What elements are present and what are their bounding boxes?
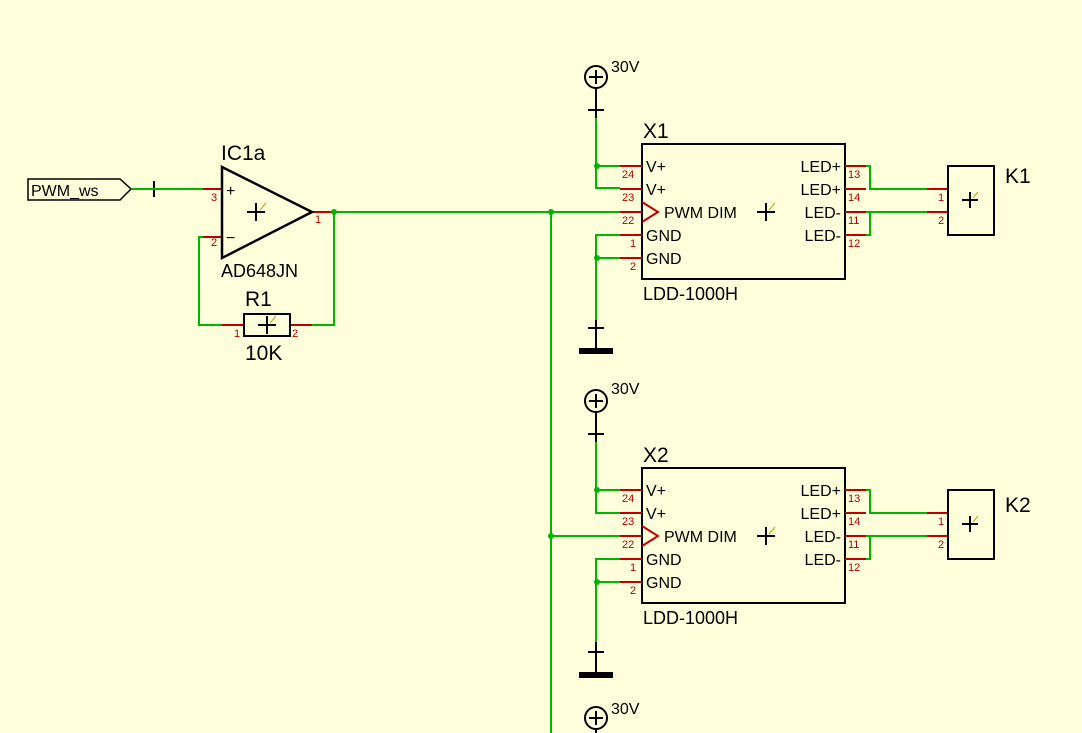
k1-pin-2: 2 (938, 215, 944, 227)
net-label-pwm-ws[interactable]: PWM_ws (27, 178, 133, 201)
power-label: 30V (611, 59, 640, 76)
x2-pin-12: 12 (848, 562, 860, 574)
driver-x1-wires (595, 118, 927, 320)
x2-pin-24: 24 (622, 493, 634, 505)
x2-pin-name-led-plus-1: LED+ (801, 483, 841, 500)
x2-pin-11: 11 (848, 539, 859, 551)
resistor-r1[interactable]: 1 2 R1 10K (222, 288, 312, 365)
x2-pin-2: 2 (630, 585, 636, 597)
x2-pin-name-vplus-1: V+ (646, 483, 666, 500)
x1-pin-24: 24 (622, 169, 634, 181)
connector-k1[interactable]: 1 2 K1 (927, 165, 1031, 236)
x1-ref: X1 (643, 120, 669, 143)
driver-x2[interactable]: 24 23 22 1 2 V+ V+ PWM DIM GND GND 13 14… (620, 444, 866, 628)
x1-pin-22: 22 (622, 215, 634, 227)
x1-pin-name-pwm-dim: PWM DIM (664, 205, 737, 222)
driver-x2-wires (595, 442, 927, 642)
k2-pin-2: 2 (938, 539, 944, 551)
x1-pin-12: 12 (848, 238, 860, 250)
x1-pin-11: 11 (848, 215, 859, 227)
x1-value: LDD-1000H (643, 284, 738, 304)
x1-pin-name-led-plus-2: LED+ (801, 182, 841, 199)
resistor-pin-2: 2 (292, 328, 298, 340)
x1-pin-1: 1 (630, 238, 636, 250)
x2-pin-name-led-minus-2: LED- (805, 552, 841, 569)
x2-pin-name-pwm-dim: PWM DIM (664, 529, 737, 546)
clock-input-marker (641, 201, 660, 223)
power-label: 30V (611, 381, 640, 398)
power-label: 30V (611, 701, 640, 718)
x2-pin-14: 14 (848, 516, 860, 528)
opamp-pin-out: 1 (315, 214, 321, 226)
opamp-ic1a[interactable]: + − 3 2 1 IC1a AD648JN (203, 142, 333, 281)
x2-pin-name-led-plus-2: LED+ (801, 506, 841, 523)
connector-k2[interactable]: 1 2 K2 (927, 489, 1031, 560)
power-symbol-30v-3[interactable]: 30V (584, 701, 640, 733)
resistor-value: 10K (245, 342, 282, 365)
net-label-text: PWM_ws (31, 183, 99, 200)
x1-pin-name-vplus-1: V+ (646, 159, 666, 176)
k2-ref: K2 (1005, 494, 1031, 517)
x1-pin-2: 2 (630, 261, 636, 273)
x1-pin-name-led-plus-1: LED+ (801, 159, 841, 176)
x1-pin-23: 23 (622, 192, 634, 204)
opamp-wires (131, 188, 620, 326)
junction-dots (331, 163, 600, 585)
opamp-pin-minus: 2 (211, 237, 217, 249)
x1-pin-13: 13 (848, 169, 860, 181)
power-symbol-30v-2[interactable]: 30V (584, 381, 640, 442)
opamp-minus-sign: − (226, 230, 235, 247)
x1-pin-name-led-minus-1: LED- (805, 205, 841, 222)
x2-ref: X2 (643, 444, 669, 467)
x2-pin-1: 1 (630, 562, 636, 574)
x2-value: LDD-1000H (643, 608, 738, 628)
opamp-pin-plus: 3 (211, 192, 217, 204)
x2-pin-name-gnd-1: GND (646, 552, 682, 569)
x2-pin-name-led-minus-1: LED- (805, 529, 841, 546)
clock-input-marker (641, 525, 660, 547)
power-symbol-30v-1[interactable]: 30V (584, 59, 640, 118)
driver-x1[interactable]: 24 23 22 1 2 V+ V+ PWM DIM GND GND 13 14… (620, 120, 866, 304)
opamp-value: AD648JN (221, 261, 298, 281)
k2-pin-1: 1 (938, 516, 944, 528)
resistor-pin-1: 1 (234, 328, 240, 340)
x2-pin-22: 22 (622, 539, 634, 551)
x1-pin-name-vplus-2: V+ (646, 182, 666, 199)
x2-pin-23: 23 (622, 516, 634, 528)
x2-pin-name-vplus-2: V+ (646, 506, 666, 523)
pwm-bus-wire (550, 212, 620, 733)
x2-pin-name-gnd-2: GND (646, 575, 682, 592)
x2-pin-13: 13 (848, 493, 860, 505)
opamp-plus-sign: + (226, 183, 235, 200)
opamp-ref: IC1a (221, 142, 266, 165)
ground-symbol-2[interactable] (579, 642, 613, 678)
ground-symbol-1[interactable] (579, 320, 613, 354)
x1-pin-name-led-minus-2: LED- (805, 228, 841, 245)
x1-pin-14: 14 (848, 192, 860, 204)
k1-pin-1: 1 (938, 192, 944, 204)
k1-ref: K1 (1005, 165, 1031, 188)
x1-pin-name-gnd-1: GND (646, 228, 682, 245)
x1-pin-name-gnd-2: GND (646, 251, 682, 268)
resistor-ref: R1 (245, 288, 272, 311)
